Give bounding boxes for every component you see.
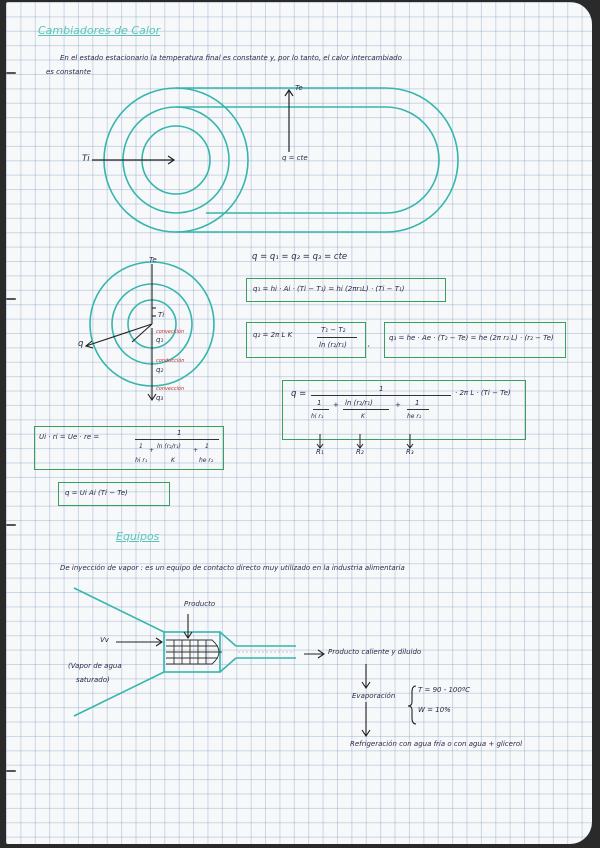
cross-section-diagram bbox=[84, 261, 215, 401]
pipe-outer-outline bbox=[176, 87, 459, 233]
conduction-label: conducción bbox=[156, 358, 185, 364]
steam-description-2: saturado) bbox=[76, 676, 110, 684]
refrigeration-label: Refrigeración con agua fría o con agua +… bbox=[350, 740, 523, 748]
combined-term2-den: K bbox=[361, 413, 365, 420]
final-heat-equation-box: q = Ui Ai (Ti − Te) bbox=[58, 482, 170, 506]
overall-term3: 1 bbox=[205, 443, 209, 450]
product-nozzle bbox=[166, 639, 222, 665]
outer-convection-label: convección bbox=[156, 386, 185, 392]
water-fraction-label: W = 10% bbox=[418, 706, 451, 714]
overall-coefficient-lhs: Ui · ri = Ue · re = bbox=[39, 433, 100, 441]
overall-numerator: 1 bbox=[177, 429, 182, 437]
overall-term1-den: hi r₁ bbox=[135, 457, 148, 464]
combined-rhs: · 2π L · (Ti − Te) bbox=[455, 389, 511, 397]
plus-sign: + bbox=[333, 401, 339, 409]
combined-numerator: 1 bbox=[379, 385, 384, 393]
inner-convection-label: convección bbox=[156, 329, 185, 335]
heat-equality-equation: q = q₁ = q₂ = q₃ = cte bbox=[252, 252, 348, 262]
intro-line-2: es constante bbox=[46, 68, 91, 76]
overall-term1: 1 bbox=[139, 443, 143, 450]
margin-mark bbox=[6, 298, 16, 300]
inner-temp-label: Ti bbox=[82, 154, 90, 164]
margin-mark bbox=[6, 524, 16, 526]
q2-label: q₂ bbox=[156, 366, 164, 374]
q3-equation: q₃ = he · Ae · (T₂ − Te) = he (2π r₂ L) … bbox=[389, 334, 554, 342]
q1-equation: q₁ = hi · Ai · (Ti − T₁) = hi (2πr₁L) · … bbox=[253, 285, 405, 293]
combined-term2: ln (r₂/r₁) bbox=[345, 399, 373, 407]
plus-sign: + bbox=[193, 447, 199, 454]
combined-heat-equation-box: q = 1 1 hi r₁ + ln (r₂/r₁) K + 1 he r₂ ·… bbox=[282, 380, 526, 440]
injector-bottom-wall bbox=[73, 671, 165, 717]
outer-temp-label: Te bbox=[295, 84, 303, 92]
q2-equation-box: q₂ = 2π L K T₁ − T₂ ln (r₂/r₁) bbox=[246, 322, 366, 358]
radius-line-outer bbox=[85, 323, 153, 347]
notebook-page: Cambiadores de Calor En el estado estaci… bbox=[6, 2, 592, 844]
output-label: Producto caliente y diluido bbox=[328, 648, 422, 656]
overall-term2-den: K bbox=[171, 457, 175, 464]
q2-denominator: ln (r₂/r₁) bbox=[319, 341, 347, 349]
q2-equation-lhs: q₂ = 2π L K bbox=[253, 331, 293, 339]
margin-mark bbox=[6, 770, 16, 772]
outer-temp-label-2: Te bbox=[149, 256, 157, 264]
steam-label: Vv bbox=[100, 636, 109, 644]
overall-fraction-bar bbox=[135, 439, 219, 440]
margin-mark bbox=[6, 72, 16, 74]
intro-line-1: En el estado estacionario la temperatura… bbox=[60, 54, 402, 62]
q2-fraction-bar bbox=[317, 337, 357, 338]
resistance-r2: R₂ bbox=[356, 448, 364, 456]
equipos-description: De inyección de vapor : es un equipo de … bbox=[60, 564, 405, 572]
term2-bar bbox=[343, 409, 389, 410]
equipos-title: Equipos bbox=[116, 530, 160, 543]
plus-sign: + bbox=[395, 401, 401, 409]
temperature-range-label: T = 90 - 100ºC bbox=[418, 686, 471, 694]
combined-term3: 1 bbox=[415, 399, 420, 407]
overall-coefficient-box: Ui · ri = Ue · re = 1 1 hi r₁ + ln (r₂/r… bbox=[34, 426, 224, 470]
term1-bar bbox=[313, 409, 329, 410]
combined-q-lhs: q = bbox=[291, 389, 307, 399]
radius-line-mid bbox=[131, 323, 153, 343]
q1-label: q₁ bbox=[156, 336, 164, 344]
combined-term1-den: hi r₁ bbox=[311, 413, 324, 420]
q3-label: q₃ bbox=[156, 394, 164, 402]
resistance-r1: R₁ bbox=[316, 448, 324, 456]
pipe-inner-outline bbox=[176, 106, 440, 214]
combined-fraction-bar bbox=[311, 395, 451, 396]
q1-equation-box: q₁ = hi · Ai · (Ti − T₁) = hi (2πr₁L) · … bbox=[246, 278, 446, 302]
steam-injector-diagram bbox=[73, 587, 417, 737]
q3-equation-box: q₃ = he · Ae · (T₂ − Te) = he (2π r₂ L) … bbox=[384, 322, 566, 358]
separator-comma: , bbox=[368, 340, 371, 348]
inner-temp-label-2: Ti bbox=[158, 311, 165, 319]
evaporation-label: Evaporación bbox=[352, 692, 396, 700]
injector-top-wall bbox=[73, 587, 165, 633]
steam-description-1: (Vapor de agua bbox=[68, 662, 122, 670]
heat-constant-label: q = cte bbox=[282, 154, 308, 162]
overall-term2: ln (r₂/r₁) bbox=[157, 443, 181, 450]
resistance-arrows bbox=[316, 434, 414, 449]
product-label: Producto bbox=[184, 600, 216, 608]
combined-term1: 1 bbox=[317, 399, 322, 407]
pipe-diagram bbox=[92, 87, 459, 233]
brace bbox=[407, 685, 417, 725]
q-label: q bbox=[78, 339, 84, 349]
term3-bar bbox=[407, 409, 429, 410]
resistance-r3: R₃ bbox=[406, 448, 414, 456]
final-heat-equation: q = Ui Ai (Ti − Te) bbox=[65, 489, 128, 497]
combined-term3-den: he r₂ bbox=[407, 413, 422, 420]
overall-term3-den: he r₂ bbox=[199, 457, 214, 464]
section-title: Cambiadores de Calor bbox=[38, 24, 161, 37]
q2-numerator: T₁ − T₂ bbox=[321, 326, 346, 334]
plus-sign: + bbox=[149, 447, 155, 454]
